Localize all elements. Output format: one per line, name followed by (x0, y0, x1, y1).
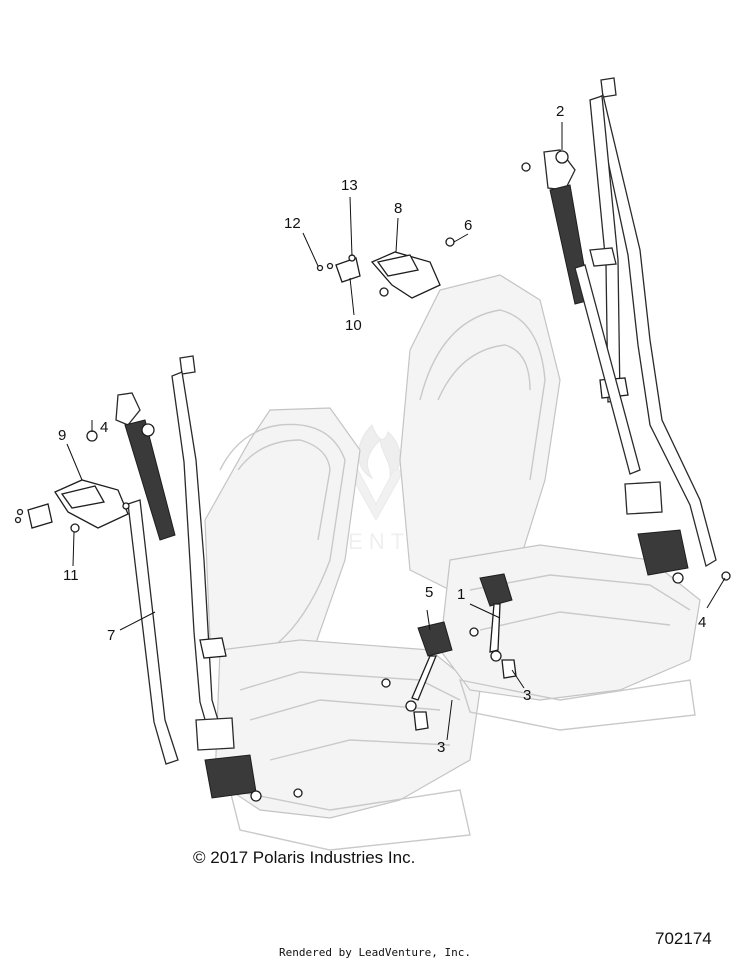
copyright-text: © 2017 Polaris Industries Inc. (193, 848, 416, 867)
rendered-by-text: Rendered by LeadVenture, Inc. (278, 946, 472, 959)
callout-5: 5 (425, 584, 433, 601)
callout-9: 9 (58, 427, 66, 444)
callout-4-right: 4 (698, 614, 706, 631)
callout-10: 10 (345, 317, 362, 334)
callout-1: 1 (457, 586, 465, 603)
mounting-bracket-upper (316, 237, 455, 299)
callout-12: 12 (284, 215, 301, 232)
callout-13: 13 (341, 177, 358, 194)
callout-11: 11 (63, 567, 79, 584)
center-buckle-left (381, 621, 453, 731)
callout-6: 6 (464, 217, 472, 234)
center-buckle-right (469, 573, 517, 679)
right-seat-belt-assembly (521, 77, 731, 584)
callout-7: 7 (107, 627, 115, 644)
callout-2: 2 (556, 103, 564, 120)
callout-8: 8 (394, 200, 402, 217)
mounting-bracket-left (14, 430, 130, 533)
callout-4-left: 4 (100, 419, 108, 436)
left-seat-belt-assembly (115, 355, 303, 802)
diagram-number: 702174 (655, 929, 712, 948)
callout-3-right: 3 (523, 687, 531, 704)
callouts: 1 2 3 3 4 4 5 6 7 8 9 10 11 12 13 (58, 103, 706, 756)
v-logo-icon (347, 469, 405, 522)
flame-logo-icon (358, 424, 401, 480)
callout-3-center: 3 (437, 739, 445, 756)
leader-lines (66, 122, 726, 741)
